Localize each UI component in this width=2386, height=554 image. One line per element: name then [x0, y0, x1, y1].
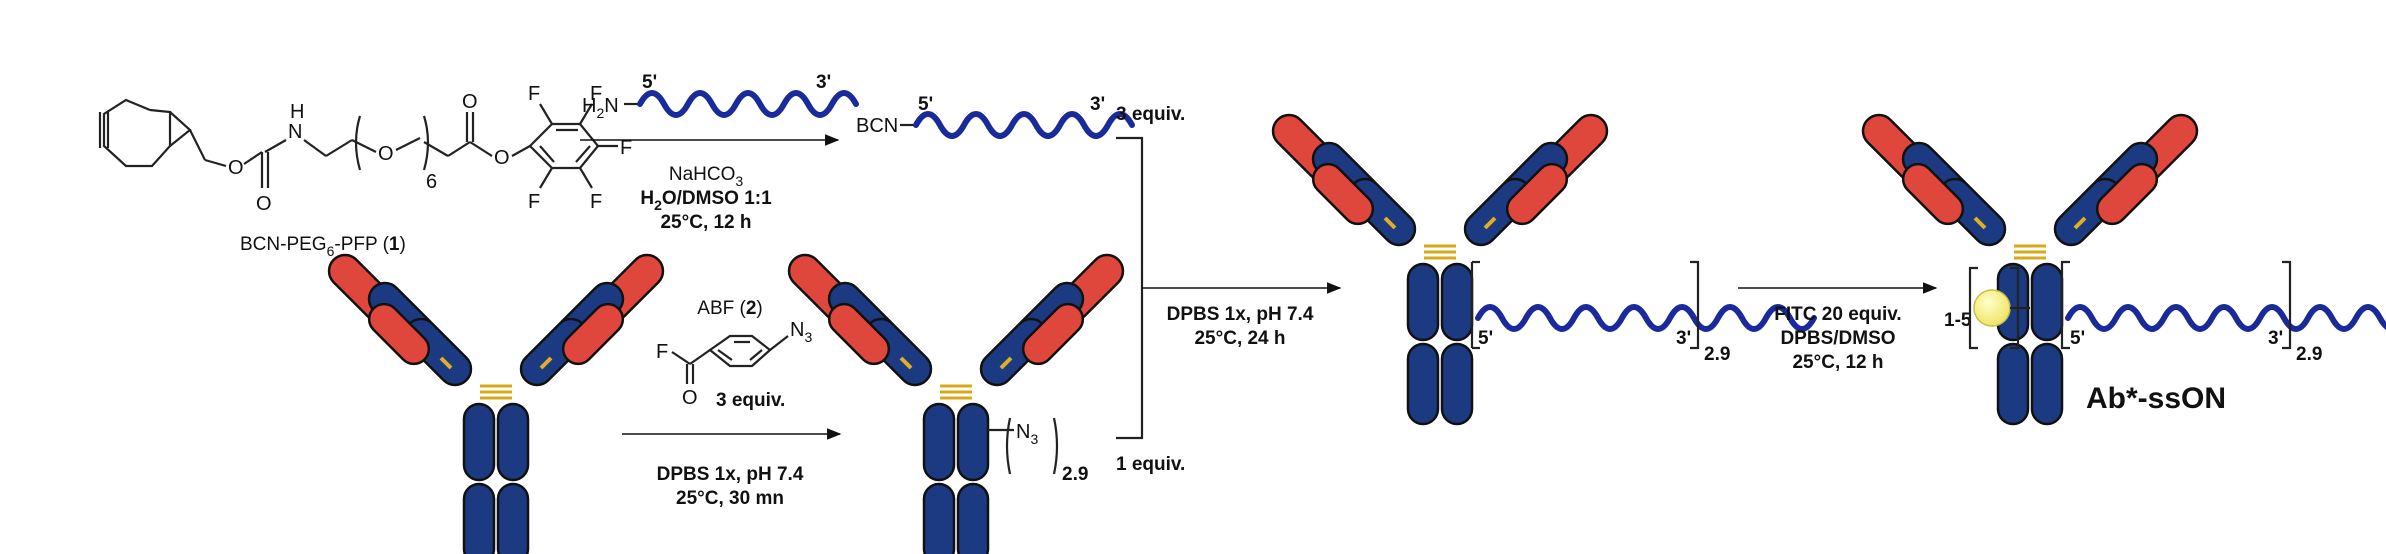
step2-buffer: DPBS 1x, pH 7.4 [657, 464, 804, 485]
conjugate-dar: 2.9 [1704, 344, 1730, 365]
atom-f: F [528, 83, 540, 105]
step1-reagent: NaHCO3 [669, 164, 744, 189]
atom-f: F [590, 83, 602, 105]
step1-solvent: H2O/DMSO 1:1 [640, 188, 772, 213]
atom-f: F [590, 191, 602, 213]
svg-text:BCN: BCN [856, 115, 898, 137]
prime-3-label: 3' [1676, 328, 1691, 349]
product-title: Ab*-ssON [2086, 382, 2226, 415]
prime-3-label: 3' [1090, 94, 1105, 115]
amine-oligo: H2N 5' 3' [582, 72, 859, 121]
prime-5-label: 5' [918, 94, 933, 115]
atom-o: O [256, 193, 272, 215]
atom-o: O [462, 91, 478, 113]
step3-buffer: DPBS 1x, pH 7.4 [1167, 304, 1314, 325]
prime-5-label: 5' [642, 72, 657, 93]
bcn-oligo: BCN 5' 3' [856, 94, 1135, 139]
atom-o: O [228, 157, 244, 179]
prime-5-label: 5' [2070, 328, 2085, 349]
step2-reagent: ABF (2) [697, 298, 762, 319]
convergence-bracket [1116, 136, 1144, 440]
atom-n: N [288, 121, 302, 143]
prime-5-label: 5' [1478, 328, 1493, 349]
atom-f: F [528, 191, 540, 213]
antibody-final [1854, 106, 2206, 426]
antibody-azide [780, 246, 1132, 554]
svg-text:H2N: H2N [582, 95, 619, 121]
atom-o: O [378, 143, 394, 165]
atom-o: O [682, 387, 698, 409]
peg-repeat-count: 6 [426, 171, 437, 193]
step1-temp-time: 25°C, 12 h [660, 212, 751, 233]
step2-equiv: 3 equiv. [716, 390, 785, 411]
prime-3-label: 3' [816, 72, 831, 93]
step4-reagent: FITC 20 equiv. [1774, 304, 1901, 325]
antibody-native [320, 246, 672, 554]
atom-f: F [656, 341, 668, 363]
abf-structure: N3 F O [656, 319, 812, 409]
azide-label: N3 [790, 319, 812, 345]
bcn-oligo-equiv: 3 equiv. [1116, 104, 1185, 125]
fitc-range: 1-5 [1944, 310, 1972, 331]
atom-f: F [620, 137, 632, 159]
bcn-peg-pfp-structure: O O N H O 6 O O F F F [98, 83, 632, 215]
fitc-dye-icon [1973, 289, 2011, 327]
final-dar: 2.9 [2296, 344, 2322, 365]
prime-3-label: 3' [2268, 328, 2283, 349]
azide-group-label: N3 [1016, 421, 1038, 447]
atom-h: H [290, 101, 304, 123]
step4-solvent: DPBS/DMSO [1780, 328, 1895, 349]
step4-temp-time: 25°C, 12 h [1792, 352, 1883, 373]
compound1-label: BCN-PEG6-PFP (1) [240, 234, 406, 259]
ab-azide-equiv: 1 equiv. [1116, 454, 1185, 475]
atom-o: O [494, 147, 510, 169]
step2-temp-time: 25°C, 30 mn [676, 488, 784, 509]
azide-dar: 2.9 [1062, 464, 1088, 485]
step3-temp-time: 25°C, 24 h [1194, 328, 1285, 349]
antibody-oligo-conjugate [1264, 106, 1616, 426]
